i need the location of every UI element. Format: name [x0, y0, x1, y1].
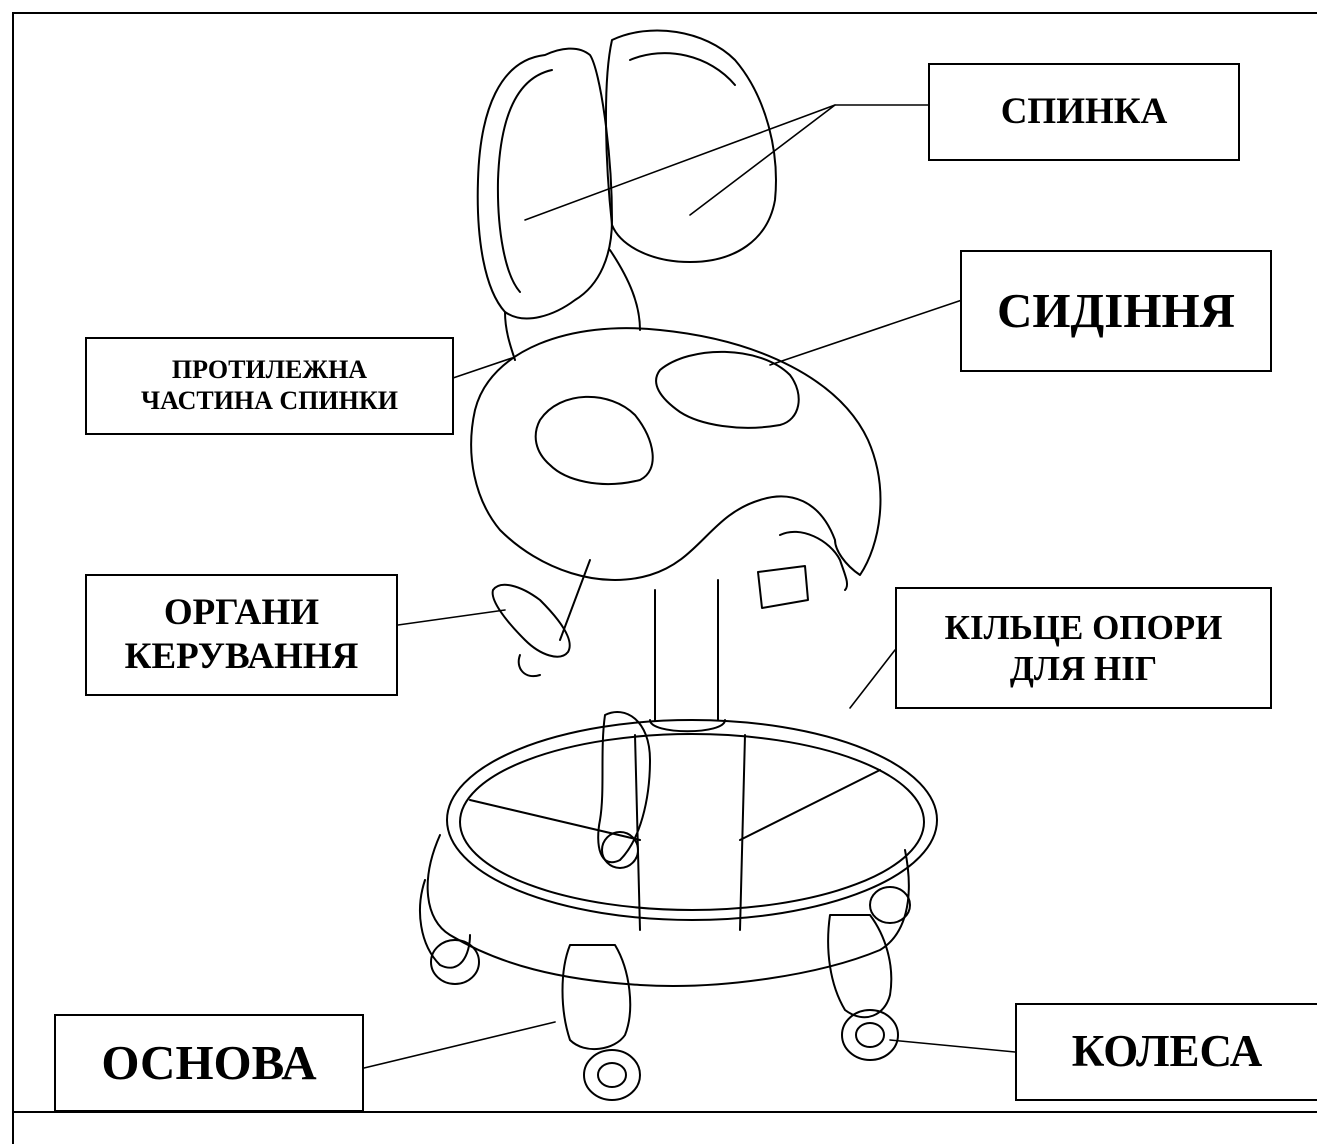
- foot-ring-drawing: [446, 719, 938, 921]
- label-backrest-text: СПИНКА: [1000, 91, 1168, 133]
- backrest-drawing: [476, 29, 777, 361]
- controls-drawing: [491, 559, 809, 678]
- label-seat-text: СИДІННЯ: [997, 283, 1235, 339]
- seat-drawing: [470, 327, 882, 591]
- label-back-rear-text: ПРОТИЛЕЖНА ЧАСТИНА СПИНКИ: [141, 355, 398, 415]
- label-backrest: СПИНКА: [928, 63, 1240, 161]
- label-wheels: КОЛЕСА: [1015, 1003, 1317, 1101]
- leader-backrest-1: [524, 104, 929, 221]
- label-controls: ОРГАНИ КЕРУВАННЯ: [85, 574, 398, 696]
- leader-base: [363, 1021, 556, 1069]
- label-base-text: ОСНОВА: [101, 1035, 317, 1091]
- leader-back-rear: [452, 357, 513, 379]
- frame-left-line: [12, 12, 14, 1144]
- base-drawing: [419, 711, 911, 1101]
- leader-foot-ring: [849, 649, 896, 709]
- leader-wheels: [889, 1039, 1016, 1053]
- frame-top-line: [12, 12, 1317, 14]
- label-foot-ring-text: КІЛЬЦЕ ОПОРИ ДЛЯ НІГ: [944, 607, 1223, 688]
- frame-bottom-line: [12, 1111, 1317, 1113]
- label-wheels-text: КОЛЕСА: [1071, 1026, 1263, 1077]
- label-foot-ring: КІЛЬЦЕ ОПОРИ ДЛЯ НІГ: [895, 587, 1272, 709]
- label-seat: СИДІННЯ: [960, 250, 1272, 372]
- leader-seat: [769, 299, 963, 366]
- label-back-rear: ПРОТИЛЕЖНА ЧАСТИНА СПИНКИ: [85, 337, 454, 435]
- leader-controls: [397, 609, 506, 626]
- label-base: ОСНОВА: [54, 1014, 364, 1112]
- label-controls-text: ОРГАНИ КЕРУВАННЯ: [124, 592, 359, 677]
- column-drawing: [634, 579, 746, 931]
- leader-lines: [363, 104, 1016, 1069]
- leader-backrest-2: [689, 104, 836, 216]
